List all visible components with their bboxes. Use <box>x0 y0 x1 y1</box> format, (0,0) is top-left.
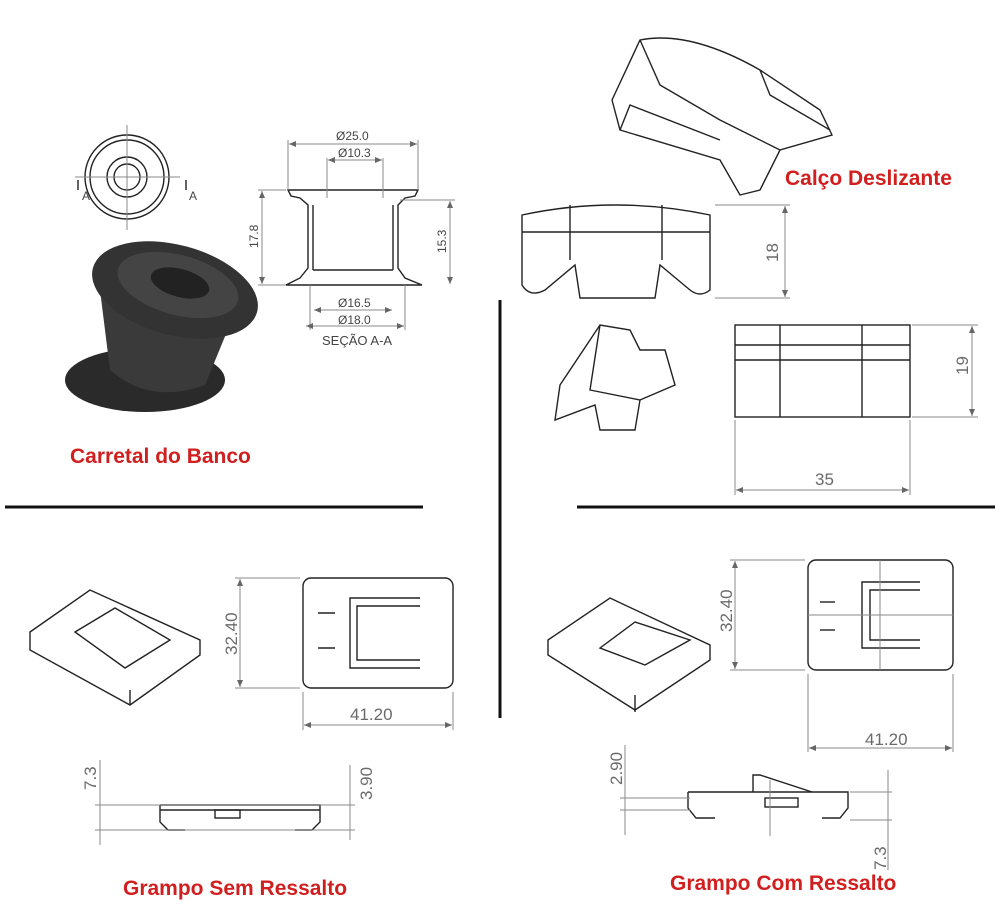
dim-grampo-com-side-b: 7.3 <box>871 846 890 870</box>
calco-3d-view <box>611 37 833 196</box>
dim-d-bottom-outer: Ø18.0 <box>338 313 371 327</box>
dim-inner-height: 15.3 <box>435 229 449 253</box>
grampo-com-3d-view <box>547 597 711 712</box>
dim-height: 17.8 <box>247 224 261 248</box>
section-label: SEÇÃO A-A <box>322 333 392 348</box>
dim-d-outer: Ø25.0 <box>336 129 369 143</box>
title-carretel: Carretal do Banco <box>70 445 251 468</box>
title-grampo-com: Grampo Com Ressalto <box>670 872 896 895</box>
carretel-3d-render <box>65 241 258 412</box>
dim-grampo-sem-width: 41.20 <box>350 705 393 724</box>
dim-grampo-com-height: 32.40 <box>717 589 736 632</box>
cut-mark-left: A <box>82 189 90 203</box>
grampo-com-top-view: 32.40 41.20 <box>717 559 954 752</box>
grampo-sem-side-view: 7.3 3.90 <box>81 760 376 845</box>
title-grampo-sem: Grampo Sem Ressalto <box>123 877 347 900</box>
dim-grampo-sem-height: 32.40 <box>222 612 241 655</box>
grampo-sem-3d-view <box>29 589 201 706</box>
dim-grampo-sem-side-a: 7.3 <box>81 766 100 790</box>
grampo-sem-top-view: 32.40 41.20 <box>222 577 454 730</box>
dim-calco-width: 35 <box>815 470 834 489</box>
title-calco: Calço Deslizante <box>785 167 952 190</box>
dim-d-bottom-inner: Ø16.5 <box>338 296 371 310</box>
dim-grampo-com-width: 41.20 <box>865 730 908 749</box>
dim-calco-front-height: 19 <box>953 356 972 375</box>
grampo-com-side-view: 2.90 7.3 <box>607 745 892 870</box>
carretel-section-view: Ø25.0 Ø10.3 17.8 15.3 Ø16.5 Ø18.0 SEÇÃO … <box>247 129 455 348</box>
dim-calco-side-height: 18 <box>763 243 782 262</box>
cut-mark-right: A <box>189 189 197 203</box>
calco-small-3d-view <box>554 324 676 431</box>
dim-grampo-sem-side-b: 3.90 <box>357 767 376 800</box>
dim-grampo-com-side-a: 2.90 <box>607 752 626 785</box>
carretel-top-view: A A <box>75 125 197 230</box>
dim-d-inner: Ø10.3 <box>338 146 371 160</box>
calco-front-view: 19 35 <box>734 324 978 495</box>
calco-side-view: 18 <box>521 204 790 299</box>
